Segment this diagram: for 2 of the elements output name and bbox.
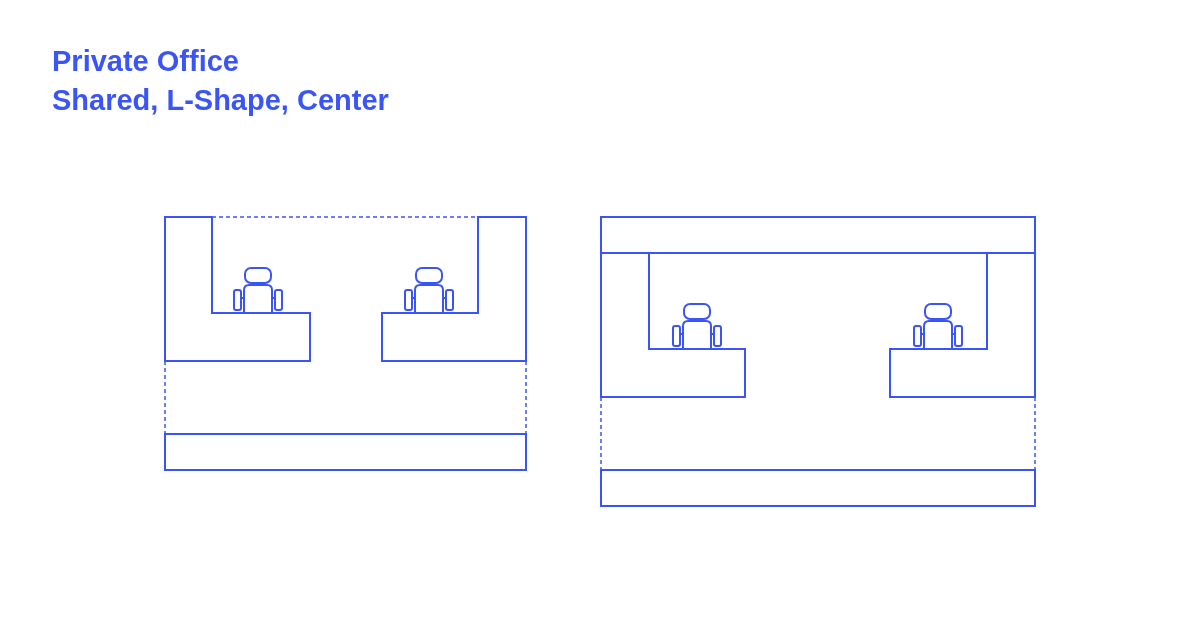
subtitle: Shared, L-Shape, Center — [52, 83, 389, 118]
title: Private Office — [52, 44, 239, 79]
